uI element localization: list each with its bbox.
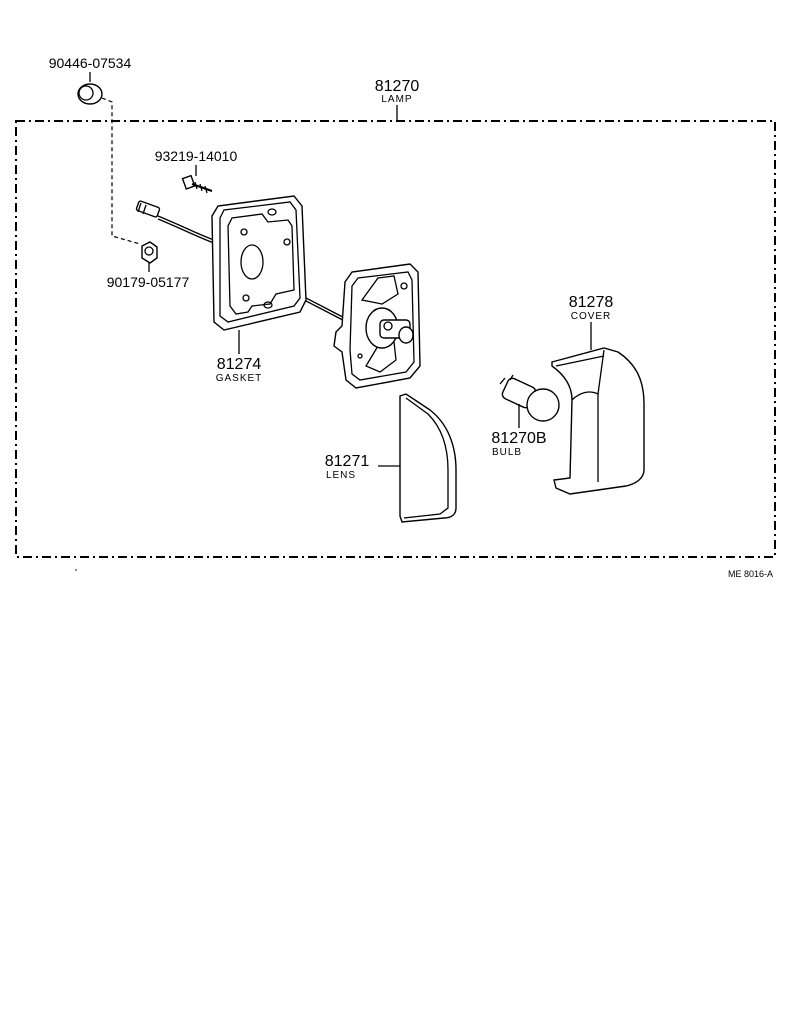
cover-name: COVER xyxy=(571,311,612,322)
gasket-part: 81274 GASKET xyxy=(211,195,307,384)
assembly-part-number: 81270 xyxy=(375,78,420,95)
stray-dot xyxy=(75,569,77,571)
clip-part: 90446-07534 xyxy=(49,55,141,245)
socket-housing xyxy=(333,263,421,389)
bulb-part: 81270B BULB xyxy=(491,374,560,458)
bulb-icon xyxy=(499,374,560,422)
reference-code: ME 8016-A xyxy=(728,569,773,579)
gasket-name: GASKET xyxy=(216,373,263,384)
lens-part: 81271 LENS xyxy=(325,393,457,523)
bulb-name: BULB xyxy=(492,447,522,458)
nut-icon xyxy=(141,241,158,264)
gasket-part-number: 81274 xyxy=(217,356,262,373)
clip-icon xyxy=(77,83,103,105)
lens-name: LENS xyxy=(326,470,356,481)
screw-part-number: 93219-14010 xyxy=(155,148,238,164)
cover-part-number: 81278 xyxy=(569,294,614,311)
gasket-icon xyxy=(211,195,307,331)
lens-part-number: 81271 xyxy=(325,453,370,470)
nut-part-number: 90179-05177 xyxy=(107,274,190,290)
assembly-name: LAMP xyxy=(381,94,412,105)
cover-icon xyxy=(551,347,645,495)
clip-part-number: 90446-07534 xyxy=(49,55,132,71)
screw-part: 93219-14010 xyxy=(155,148,238,194)
assembly-boundary xyxy=(15,120,776,558)
bulb-part-number: 81270B xyxy=(491,430,546,447)
screw-icon xyxy=(181,174,213,194)
cover-part: 81278 COVER xyxy=(551,294,645,495)
connector-icon xyxy=(135,200,161,218)
lens-icon xyxy=(399,393,457,523)
assembly-label: 81270 LAMP xyxy=(375,78,420,121)
nut-part: 90179-05177 xyxy=(107,241,190,290)
